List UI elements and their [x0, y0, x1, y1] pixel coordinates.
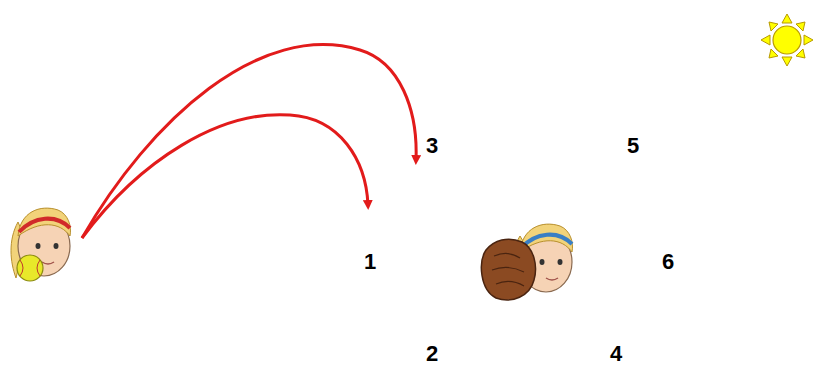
throw-arc: [82, 115, 368, 238]
callout-number: 4: [610, 343, 622, 365]
catcher-figure: [481, 224, 572, 300]
callout-number: 1: [364, 251, 376, 273]
throw-arc: [82, 45, 416, 238]
callout-number: 3: [426, 135, 438, 157]
callout-number: 6: [662, 251, 674, 273]
callout-number: 2: [426, 343, 438, 365]
thrower-figure: [11, 208, 71, 281]
sun-icon: [761, 14, 813, 66]
callout-number: 5: [627, 135, 639, 157]
